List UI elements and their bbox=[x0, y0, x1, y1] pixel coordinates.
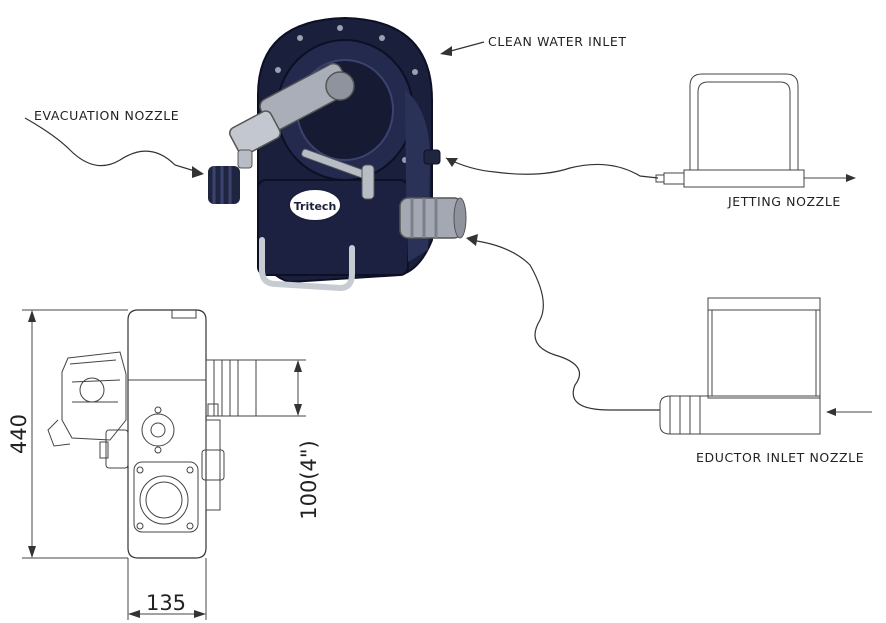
jetting-nozzle-drawing bbox=[655, 73, 856, 188]
dimension-440: 440 bbox=[7, 309, 128, 559]
dimension-height-label: 440 bbox=[7, 414, 31, 454]
evacuation-nozzle-leader bbox=[24, 117, 199, 173]
eductor-inlet-leader bbox=[469, 239, 660, 411]
jetting-leader-arrow bbox=[446, 158, 458, 167]
evacuation-nozzle-arrow bbox=[192, 166, 204, 178]
dimension-100: 100(4") bbox=[256, 359, 321, 520]
clean-water-inlet-label: CLEAN WATER INLET bbox=[488, 34, 627, 49]
pump-unit-image: Tritech bbox=[208, 16, 467, 292]
jetting-nozzle-leader bbox=[445, 157, 659, 179]
clean-water-inlet-pointer bbox=[440, 41, 485, 56]
side-view-drawing bbox=[47, 309, 257, 559]
eductor-inlet-fitting bbox=[399, 197, 467, 239]
eductor-leader-arrow bbox=[466, 234, 478, 246]
evacuation-nozzle-fitting bbox=[208, 166, 240, 204]
dimension-nozzle-label: 100(4") bbox=[297, 440, 321, 520]
jet-assembly bbox=[229, 62, 375, 200]
eductor-inlet-nozzle-label: EDUCTOR INLET NOZZLE bbox=[696, 450, 864, 465]
tritech-logo: Tritech bbox=[288, 188, 342, 222]
evacuation-nozzle-label: EVACUATION NOZZLE bbox=[34, 108, 179, 123]
dimension-135: 135 bbox=[127, 558, 207, 620]
logo-text: Tritech bbox=[294, 200, 337, 213]
dimension-width-label: 135 bbox=[146, 591, 186, 615]
eductor-inlet-drawing bbox=[659, 297, 872, 435]
jetting-nozzle-label: JETTING NOZZLE bbox=[727, 194, 841, 209]
